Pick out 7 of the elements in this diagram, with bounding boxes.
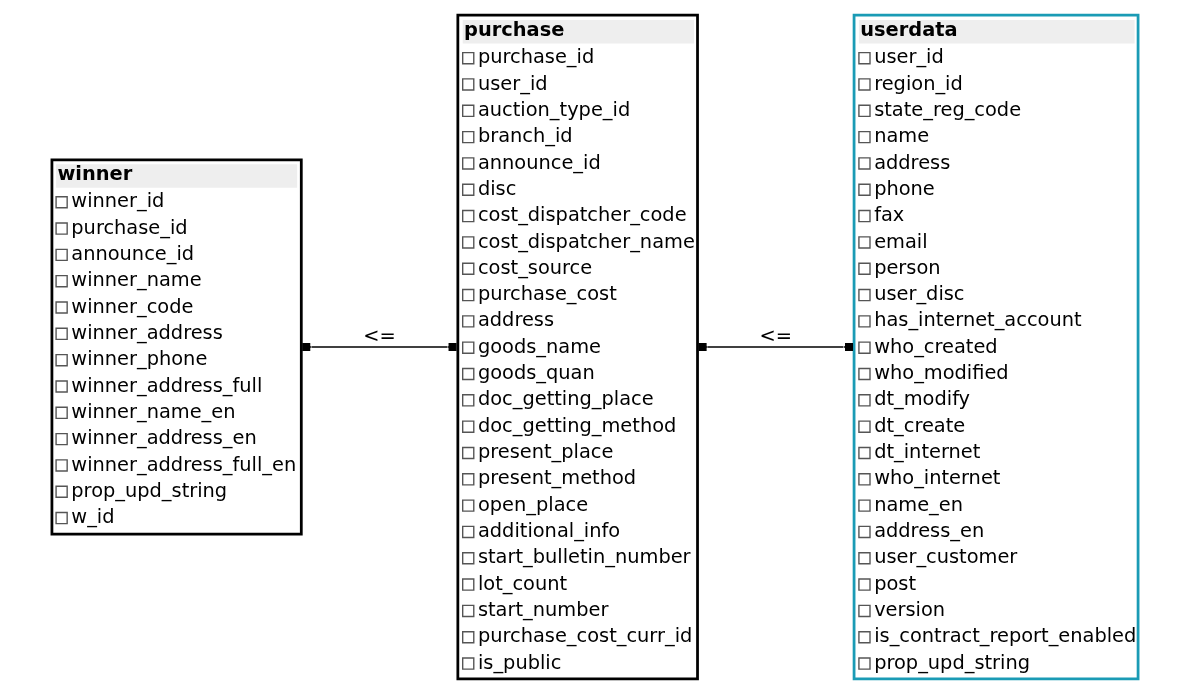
connector: [698, 343, 854, 351]
node-box: winner winner_id purchase_id announce_id winner_name winner_code winner_address winner_phone winner_address_full winner_name_en winner_address_en winner_address_full_en prop_upd_string w_id: [50, 158, 303, 536]
node-box: userdata user_id region_id state_reg_code name address phone fax email person user_disc has_internet_account who_created who_modified dt_modify dt_create dt_internet who_internet name_en address_en user_customer post version is_contract_report_enabled prop_upd_string: [852, 13, 1140, 681]
edge-label: <=: [363, 323, 396, 347]
edge-label: <=: [759, 323, 793, 347]
connector: [302, 343, 457, 351]
node-box: purchase purchase_id user_id auction_type_id branch_id announce_id disc cost_dispatcher_code cost_dispatcher_name cost_source purchase_cost address goods_name goods_quan doc_getting_place doc_getting_method present_place present_method open_place additional_info start_bulletin_number lot_count start_number purchase_cost_curr_id is_public: [456, 13, 699, 681]
